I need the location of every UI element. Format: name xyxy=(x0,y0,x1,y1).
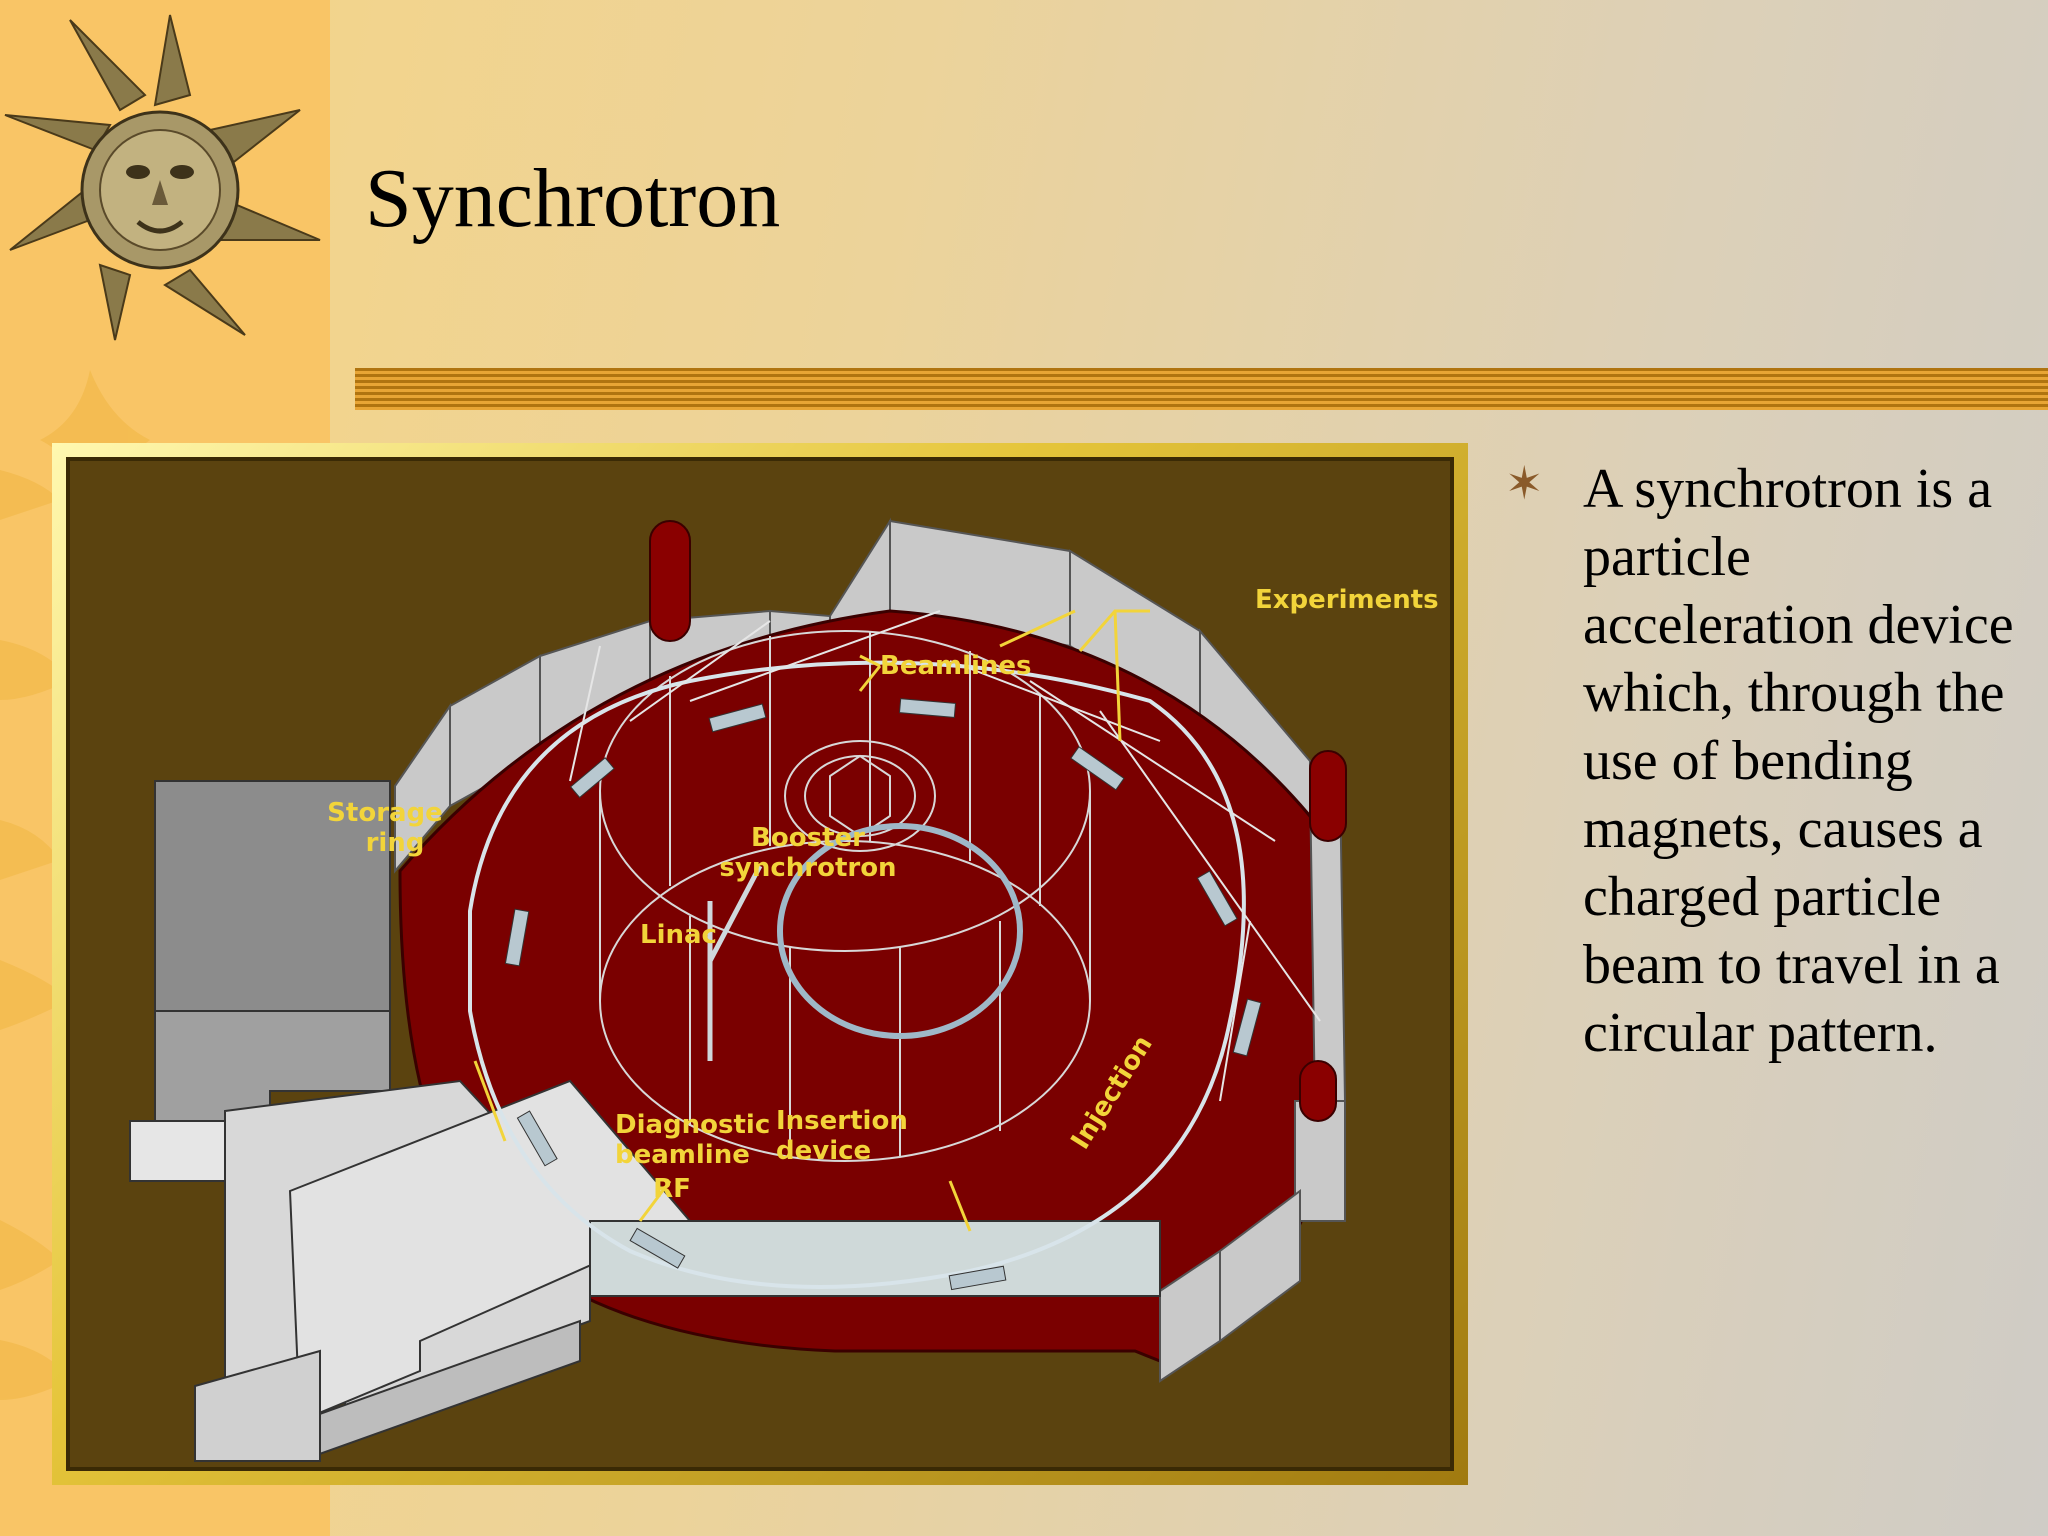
star-bullet-icon: ✶ xyxy=(1505,458,1544,509)
magnets xyxy=(504,698,1262,1291)
label-booster-2: synchrotron xyxy=(719,853,896,883)
buildings xyxy=(129,780,1161,1462)
storage-ring xyxy=(468,660,1246,1289)
booster-ring xyxy=(777,823,1023,1039)
label-beamlines: Beamlines xyxy=(880,651,1032,681)
diagram-canvas: Experiments Beamlines Storage ring Boost… xyxy=(66,457,1454,1471)
label-insertion-1: Insertion xyxy=(776,1106,908,1136)
bullet-item: ✶ A synchrotron is a particle accelerati… xyxy=(1505,455,2025,1067)
bullet-text: A synchrotron is a particle acceleration… xyxy=(1583,458,2014,1064)
label-booster-1: Booster xyxy=(751,823,865,853)
linac xyxy=(707,864,763,963)
label-diagnostic-1: Diagnostic xyxy=(615,1110,770,1140)
beamlines xyxy=(569,610,1321,1102)
label-experiments: Experiments xyxy=(1255,585,1439,615)
synchrotron-diagram: Experiments Beamlines Storage ring Boost… xyxy=(52,443,1468,1485)
label-rf: RF xyxy=(653,1174,691,1204)
label-insertion-2: device xyxy=(776,1136,871,1166)
booster-hall xyxy=(599,630,1091,1162)
bullet-list: ✶ A synchrotron is a particle accelerati… xyxy=(1505,455,2025,1067)
label-linac: Linac xyxy=(640,920,717,950)
label-storage-ring-2: ring xyxy=(366,828,425,858)
shield-wall-right xyxy=(1159,780,1347,1383)
label-arrows xyxy=(473,609,1150,1232)
title-divider-rule xyxy=(355,368,2048,410)
label-diagnostic-2: beamline xyxy=(615,1140,750,1170)
slide-title: Synchrotron xyxy=(365,152,781,245)
synchrotron-illustration: Experiments Beamlines Storage ring Boost… xyxy=(129,517,1439,1462)
label-storage-ring-1: Storage xyxy=(327,798,443,828)
